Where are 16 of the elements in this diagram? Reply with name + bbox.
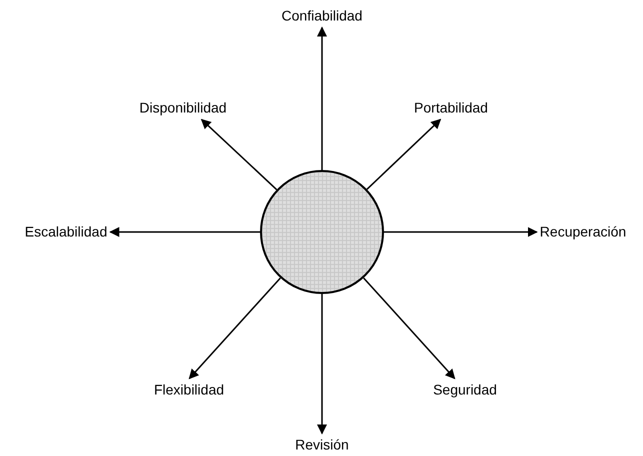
arrow (317, 294, 327, 434)
arrow (366, 118, 442, 190)
attribute-label: Escalabilidad (24, 224, 108, 240)
attribute-label: Flexibilidad (154, 382, 224, 398)
arrow (317, 26, 327, 170)
attribute-label: Revisión (295, 436, 349, 454)
arrow (188, 277, 281, 380)
attribute-label: Portabilidad (414, 100, 488, 116)
arrow (384, 227, 538, 237)
attribute-label: Confiabilidad (282, 8, 362, 24)
attribute-label: Disponibilidad (139, 100, 227, 116)
arrow (200, 118, 278, 190)
attribute-label: Recuperación (540, 224, 626, 240)
attribute-label: Seguridad (433, 382, 497, 398)
arrow (109, 227, 260, 237)
arrow (363, 277, 456, 380)
